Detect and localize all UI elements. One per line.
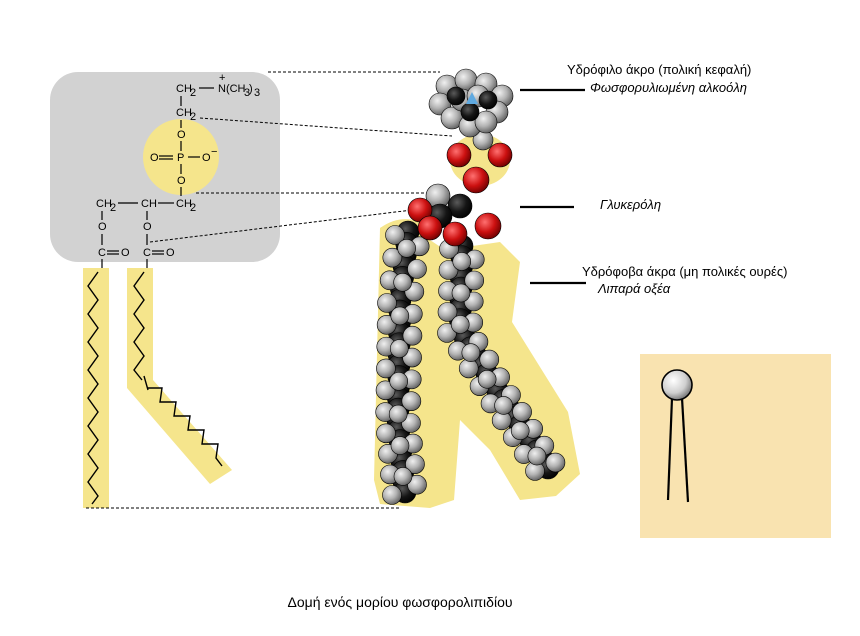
hydrogen-atom [477, 369, 497, 389]
nitrogen-atom [466, 92, 478, 104]
formula-carbon-left: C [98, 247, 106, 259]
formula-amine-close: ) [249, 83, 253, 95]
hydrogen-atom [527, 446, 547, 466]
hydrogen-atom [389, 339, 409, 358]
hydrogen-atom [402, 325, 423, 346]
oxygen-atom [417, 215, 443, 241]
formula-amine: N(CH [218, 83, 246, 95]
hydrogen-atom [376, 423, 396, 444]
hydrogen-atom [388, 404, 408, 424]
hydrogen-atom [450, 315, 470, 334]
carbon-atom [447, 193, 473, 219]
formula-amine-count: 3 [254, 87, 260, 99]
hydrogen-atom [393, 273, 412, 292]
label-glycerol: Γλυκερόλη [600, 197, 662, 212]
hydrogen-atom [393, 467, 413, 486]
formula-ester-o-left: O [98, 221, 107, 233]
oxygen-atom [442, 221, 468, 247]
hydrogen-atom [382, 247, 403, 268]
hydrogen-atom [375, 380, 396, 401]
hydrogen-atom [474, 110, 498, 134]
hydrogen-atom [479, 349, 500, 370]
schematic-tail-kink-line [143, 375, 149, 391]
label-fatty-acids: Λιπαρά οξέα [598, 281, 671, 296]
hydrogen-atom [437, 302, 458, 322]
hydrogen-atom [451, 283, 471, 303]
formula-glycerol-ch2-left: CH [96, 198, 112, 210]
formula-glycerol-ch: CH [141, 198, 157, 210]
formula-amine-sub: 3 [244, 87, 250, 99]
hydrogen-atom [510, 421, 530, 441]
schematic-tail-right-zigzag [133, 271, 145, 381]
carbon-atom [478, 90, 498, 110]
hydrogen-atom [390, 436, 410, 455]
formula-plus-charge: + [219, 72, 225, 84]
hydrogen-atom [385, 225, 405, 245]
formula-ester-o-right: O [143, 221, 152, 233]
hydrogen-atom [390, 306, 410, 326]
formula-choline-ch2: CH [176, 83, 192, 95]
oxygen-atom [462, 166, 490, 194]
oxygen-atom [487, 142, 513, 168]
phospholipid-symbol-icon [661, 369, 693, 503]
phosphate-highlight [143, 119, 219, 195]
label-hydrophilic-head: Υδρόφιλο άκρο (πολική κεφαλή) [567, 62, 752, 77]
schematic-tail-left-zigzag [87, 271, 99, 505]
label-pointers [520, 88, 586, 285]
formula-o-top: O [177, 129, 186, 141]
formula-carbonyl-o-right: O [166, 247, 175, 259]
formula-glycerol-ch2-right: CH [176, 198, 192, 210]
hydrogen-atom [389, 372, 409, 391]
formula-o-left: O [150, 152, 159, 164]
formula-glycerol-ch2-right-sub: 2 [190, 202, 196, 214]
formula-carbonyl-o-left: O [121, 247, 130, 259]
hydrogen-atom [512, 402, 532, 422]
hydrogen-atom [382, 485, 402, 505]
hydrogen-atom [458, 358, 479, 379]
hydrogen-atom [494, 396, 513, 415]
label-hydrophobic-tails: Υδρόφοβα άκρα (μη πολικές ουρές) [582, 264, 788, 279]
hydrogen-atom [452, 252, 472, 271]
hydrogen-atom [397, 239, 416, 258]
schematic-fatty-acid-tails [83, 268, 232, 508]
figure-caption: Δομή ενός μορίου φωσφορολιπιδίου [287, 594, 513, 610]
hydrogen-atom [407, 474, 427, 495]
schematic-tail-right-zigzag-lower [148, 387, 223, 467]
hydrogen-atom [401, 391, 422, 411]
oxygen-atom [446, 142, 472, 168]
formula-glycerol-ch2-left-sub: 2 [110, 202, 116, 214]
formula-ch2-second-sub: 2 [190, 111, 196, 123]
formula-minus-charge: − [211, 146, 217, 158]
formula-ch2-second: CH [176, 107, 192, 119]
carbon-atom [460, 102, 480, 122]
hydrogen-atom [377, 293, 397, 313]
hydrogen-atom [461, 343, 481, 363]
space-filling-model [375, 68, 566, 505]
formula-choline-sub: 2 [190, 87, 196, 99]
formula-o-right: O [202, 152, 211, 164]
carbon-atom [446, 86, 466, 106]
structural-formula: CH 2 N(CH 3 ) 3 + CH 2 O O P O − O CH 2 … [96, 72, 260, 268]
formula-carbon-right: C [143, 247, 151, 259]
label-phosphorylated-alcohol: Φωσφορυλιωμένη αλκοόλη [590, 80, 747, 95]
hydrogen-atom [376, 315, 397, 335]
schematic-tail-right-band [127, 268, 232, 484]
hydrogen-atom [464, 270, 485, 291]
hydrogen-atom [376, 358, 396, 379]
oxygen-atom [474, 212, 502, 240]
dashed-connectors [86, 71, 453, 509]
hydrogen-atom [405, 454, 425, 474]
formula-o-bottom: O [177, 175, 186, 187]
formula-phosphorus: P [177, 152, 184, 164]
hydrogen-atom [545, 452, 566, 473]
hydrogen-atom [407, 259, 427, 279]
